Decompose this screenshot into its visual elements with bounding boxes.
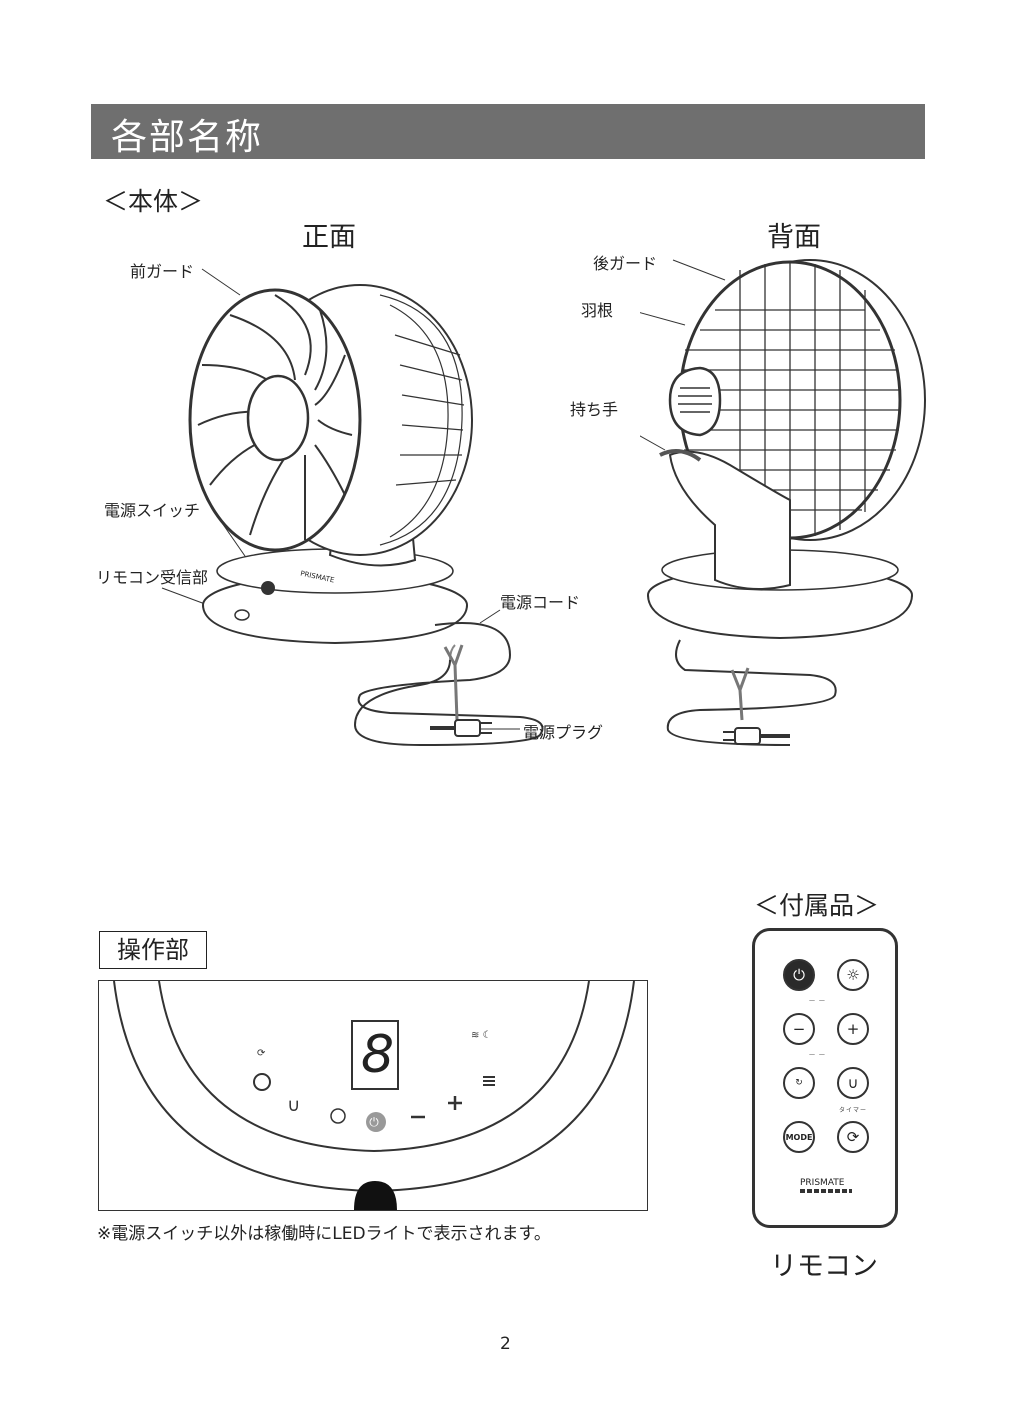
remote-minus-button[interactable]: −	[783, 1013, 815, 1045]
body-section-label: ＜本体＞	[103, 182, 203, 218]
callout-remote-receiver: リモコン受信部	[96, 564, 208, 588]
remote-timer-label: タイマー	[839, 1105, 867, 1114]
remote-brand-bar	[800, 1189, 852, 1193]
led-note: ※電源スイッチ以外は稼働時にLEDライトで表示されます。	[97, 1219, 551, 1244]
svg-text:≋ ☾: ≋ ☾	[471, 1030, 492, 1041]
remote-swing-label: — —	[809, 1051, 826, 1058]
page-number: 2	[500, 1334, 511, 1354]
svg-text:∪: ∪	[287, 1095, 300, 1116]
remote-360-button[interactable]: ↻	[783, 1067, 815, 1099]
front-view-label: 正面	[302, 215, 356, 254]
callout-front-guard: 前ガード	[130, 258, 194, 282]
remote-control: ⏻ ☼ — — − + — — ↻ ∪ タイマー MODE ⟳ PRISMATE	[752, 928, 898, 1228]
page-title: 各部名称	[111, 108, 263, 160]
control-panel-diagram: ⟳ ≋ ☾ ∪ 8 ⏻	[98, 980, 648, 1211]
svg-text:⟳: ⟳	[257, 1048, 266, 1059]
remote-power-button[interactable]: ⏻	[783, 959, 815, 991]
callout-power-plug: 電源プラグ	[523, 719, 603, 743]
callout-power-cord: 電源コード	[500, 589, 580, 613]
remote-mode-button[interactable]: MODE	[783, 1121, 815, 1153]
callout-power-switch: 電源スイッチ	[104, 497, 200, 521]
callout-handle: 持ち手	[570, 396, 618, 420]
panel-display-digit: 8	[361, 1021, 394, 1089]
remote-plus-button[interactable]: +	[837, 1013, 869, 1045]
remote-swing-button[interactable]: ∪	[837, 1067, 869, 1099]
remote-caption: リモコン	[770, 1244, 878, 1283]
control-panel-label: 操作部	[99, 931, 207, 969]
callout-blade: 羽根	[581, 297, 613, 321]
accessories-label: ＜付属品＞	[754, 886, 879, 922]
remote-brand-logo: PRISMATE	[800, 1178, 844, 1188]
back-fan-illustration	[640, 250, 930, 770]
callout-rear-guard: 後ガード	[593, 250, 657, 274]
section-header-bar: 各部名称	[91, 104, 925, 159]
back-view-label: 背面	[767, 215, 821, 254]
panel-power-icon: ⏻	[364, 1112, 384, 1132]
remote-timer-button[interactable]: ⟳	[837, 1121, 869, 1153]
remote-light-button[interactable]: ☼	[837, 959, 869, 991]
remote-fan-speed-label: — —	[809, 997, 826, 1004]
